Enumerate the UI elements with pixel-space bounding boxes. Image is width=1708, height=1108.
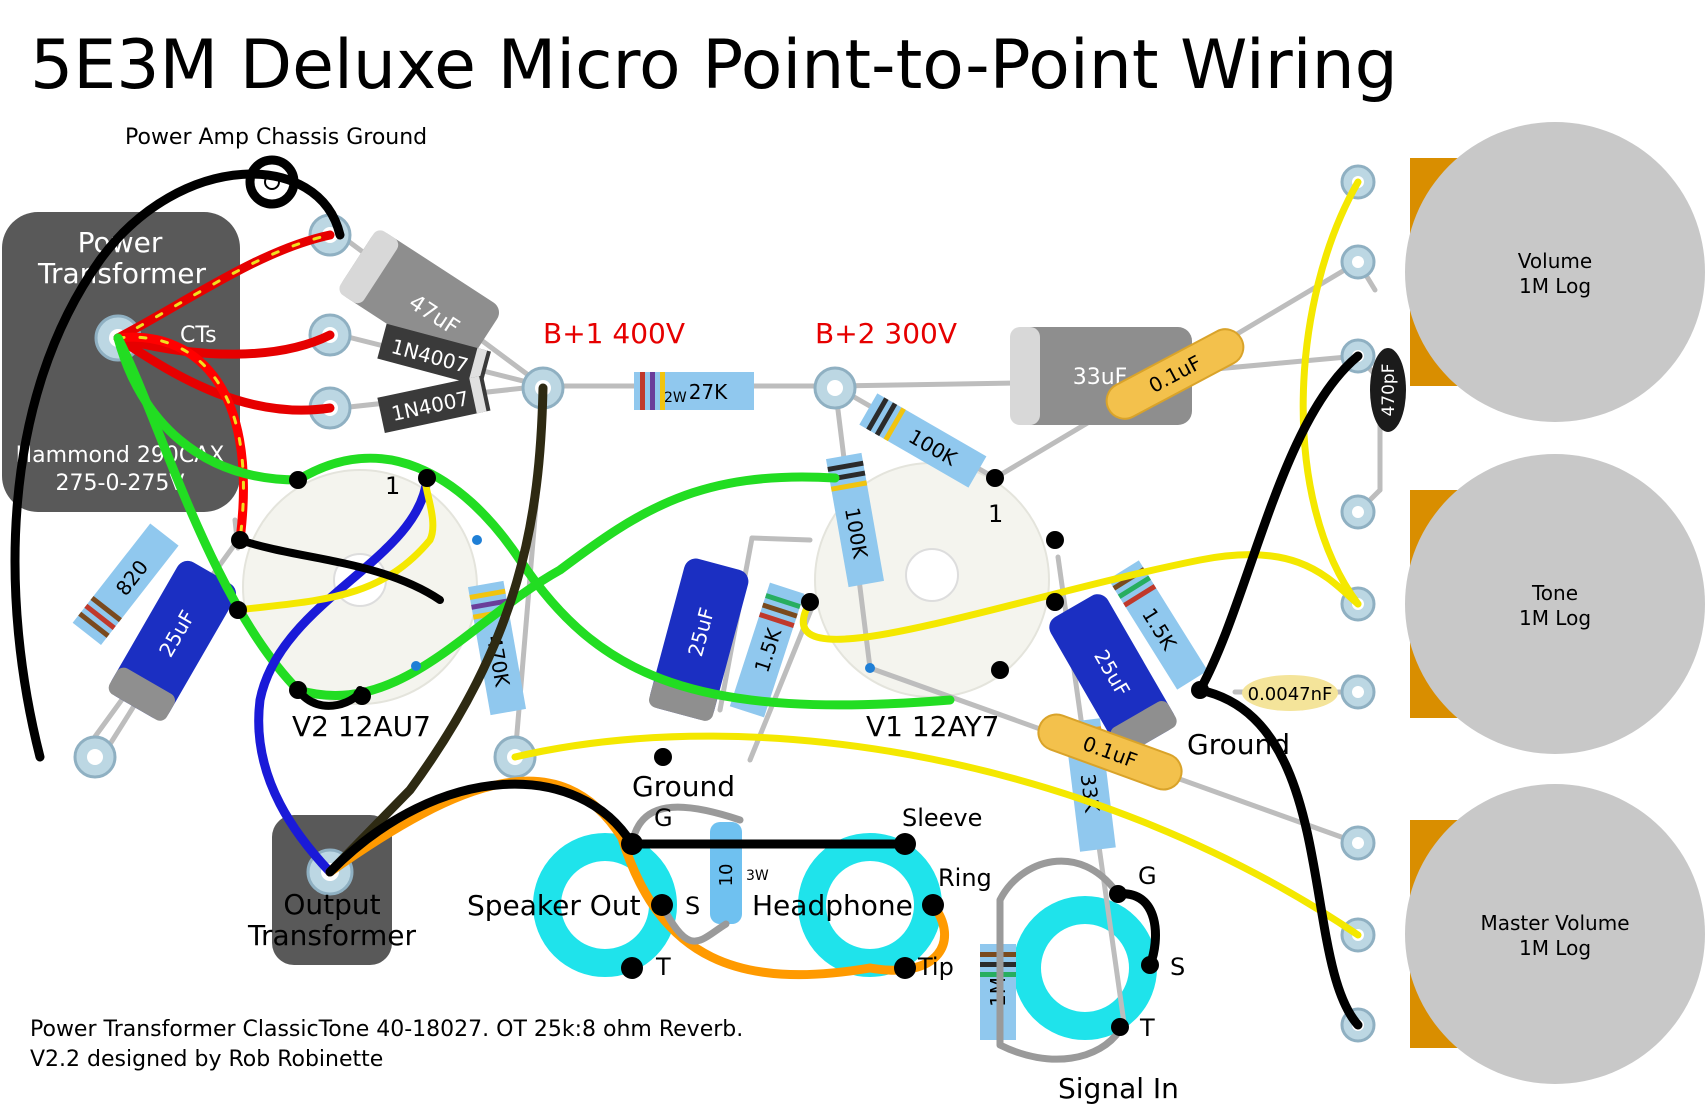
resistor-100k-vert: 100K xyxy=(825,452,885,588)
b2-label: B+2 300V xyxy=(815,317,957,350)
sleeve-label: Sleeve xyxy=(902,804,982,832)
r-10-label: 10 xyxy=(716,864,737,887)
speaker-out-label: Speaker Out xyxy=(467,889,641,922)
r-10-watt: 3W xyxy=(746,868,769,884)
cap-470pf-label: 470pF xyxy=(1379,363,1399,416)
cap-0.0047nf: 0.0047nF xyxy=(1242,675,1338,711)
output-transformer: Output Transformer xyxy=(247,815,417,965)
pot-tone-label-2: 1M Log xyxy=(1519,606,1591,630)
pot-master-volume: Master Volume 1M Log xyxy=(1405,784,1705,1084)
speaker-s-label: S xyxy=(685,892,700,920)
b1-label: B+1 400V xyxy=(543,317,685,350)
signal-g-label: G xyxy=(1138,862,1157,890)
resistor-27k: 27K 2W xyxy=(634,372,754,410)
signal-in-label: Signal In xyxy=(1058,1072,1179,1105)
cap-47uf: 47uF xyxy=(339,230,499,369)
ground-left-label: Ground xyxy=(632,770,735,803)
cap-0047-label: 0.0047nF xyxy=(1248,684,1333,705)
r-27k-watt: 2W xyxy=(664,390,687,406)
signal-s-label: S xyxy=(1170,953,1185,981)
r-27k-label: 27K xyxy=(689,380,728,404)
ground-right-label: Ground xyxy=(1187,728,1290,761)
output-transformer-label-2: Transformer xyxy=(247,919,417,952)
ring-label: Ring xyxy=(938,864,992,892)
colored-wires xyxy=(10,169,1363,1063)
pot-master-label-1: Master Volume xyxy=(1480,911,1629,935)
jack-signal-in xyxy=(1013,896,1157,1040)
signal-t-label: T xyxy=(1139,1014,1155,1042)
cap-25uf-left: 25uF xyxy=(108,560,237,721)
diode-2: 1N4007 xyxy=(377,375,491,434)
power-transformer-label-2: Transformer xyxy=(37,257,207,290)
v2-pin1-label: 1 xyxy=(385,472,400,500)
power-transformer-voltage: 275-0-275V xyxy=(56,471,185,496)
v1-pin1-label: 1 xyxy=(988,500,1003,528)
ct-label: CTs xyxy=(180,323,217,348)
resistor-1.5k-mid: 1.5K xyxy=(729,582,805,718)
v2-label: V2 12AU7 xyxy=(292,710,431,743)
output-transformer-label-1: Output xyxy=(283,888,380,921)
headphone-label: Headphone xyxy=(752,889,913,922)
tip-label: Tip xyxy=(917,953,954,981)
resistor-1.5k-right: 1.5K xyxy=(1108,560,1208,690)
footer-line-2: V2.2 designed by Rob Robinette xyxy=(30,1047,383,1072)
pot-volume-label-1: Volume xyxy=(1518,249,1592,273)
chassis-ground-label: Power Amp Chassis Ground xyxy=(125,125,427,150)
pot-master-label-2: 1M Log xyxy=(1519,936,1591,960)
pot-volume-label-2: 1M Log xyxy=(1519,274,1591,298)
v1-label: V1 12AY7 xyxy=(866,710,999,743)
solder-dots xyxy=(229,469,1209,1036)
pot-volume: Volume 1M Log xyxy=(1405,122,1705,422)
cap-470pf: 470pF xyxy=(1370,348,1406,432)
pot-tone-label-1: Tone xyxy=(1531,581,1578,605)
page-title: 5E3M Deluxe Micro Point-to-Point Wiring xyxy=(30,26,1398,105)
pot-tone: Tone 1M Log xyxy=(1405,454,1705,754)
speaker-t-label: T xyxy=(655,953,671,981)
footer-line-1: Power Transformer ClassicTone 40-18027. … xyxy=(30,1017,743,1042)
speaker-g-label: G xyxy=(654,804,673,832)
